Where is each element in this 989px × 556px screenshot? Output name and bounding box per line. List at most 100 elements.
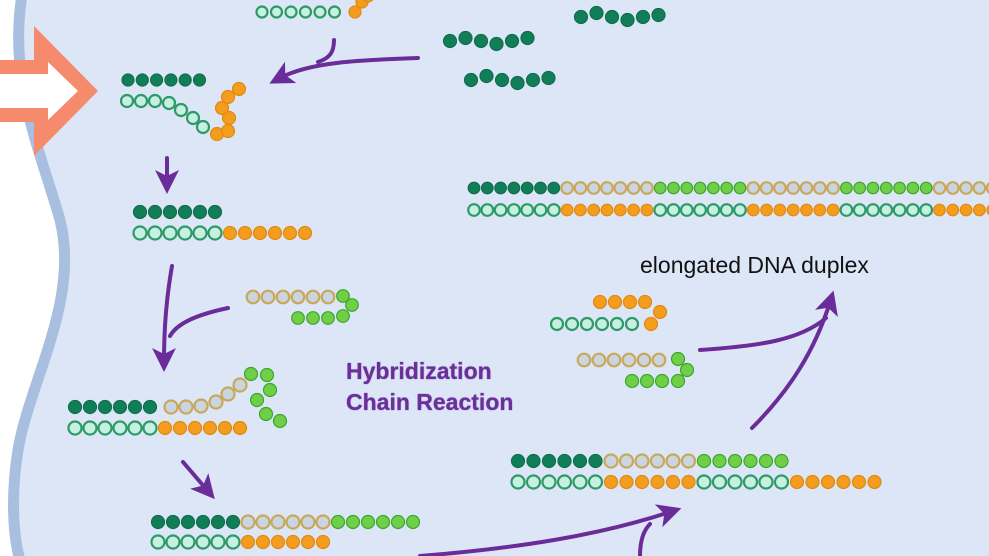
bead-i [162,204,178,220]
bead-b [362,0,374,3]
bead-b [560,203,574,217]
bead-g [259,367,275,383]
bead-a [649,453,666,469]
bead-o [507,203,521,217]
bead-o [269,5,284,19]
bead-a [786,181,801,195]
bead-i [210,514,226,530]
bead-b [800,203,813,217]
bead-o [195,534,211,550]
bead-i [112,399,128,415]
bead-o [255,5,269,19]
bead-i [489,36,504,52]
bead-i [195,514,211,530]
bead-b [786,203,800,217]
bead-a [285,514,301,530]
bead-b [285,534,301,550]
bead-o [313,5,327,19]
bead-a [759,181,774,195]
bead-o [67,420,83,436]
bead-o [653,203,668,217]
bead-b [652,304,668,320]
bead-g [758,453,774,469]
bead-o [919,203,934,217]
arrow-h1-binding [269,56,420,84]
bead-b [220,89,236,105]
bead-b [650,474,665,490]
bead-i [458,30,473,46]
bead-b [252,225,268,241]
bead-i [534,181,547,195]
bead-b [300,534,316,550]
bead-i [510,75,525,91]
bead-g [667,181,680,195]
bead-a [773,181,787,195]
bead-g [375,514,391,530]
bead-b [805,474,820,490]
bead-a [260,289,276,305]
bead-a [985,182,989,194]
bead-g [321,311,335,325]
bead-o [624,316,640,332]
bead-o [541,474,557,490]
bead-o [467,203,481,217]
bead-i [177,204,193,220]
bead-g [330,514,346,530]
bead-a [606,352,622,368]
bead-b [220,123,236,139]
bead-i [150,514,166,530]
bead-o [587,474,604,490]
bead-o [564,316,580,332]
bead-b [297,225,313,241]
bead-b [619,474,634,490]
free-initiator-strand [463,68,556,91]
bead-b [202,420,218,436]
bead-o [525,474,542,490]
bead-o [177,225,193,241]
bead-i [526,453,541,469]
bead-a [972,181,987,195]
bead-a [746,181,761,195]
bead-i [572,453,588,469]
bead-g [345,298,359,312]
bead-o [711,474,728,490]
free-initiator-strand [442,30,535,52]
bead-i [164,73,178,87]
bead-o [185,110,201,126]
bead-g [727,453,743,469]
bead-a [826,181,840,195]
bead-o [493,203,508,217]
bead-a [634,453,650,469]
bead-a [603,453,619,469]
bead-i [541,453,557,469]
bead-o [706,203,721,217]
hairpin-h2-right [576,351,695,389]
bead-o [147,225,163,241]
bead-g [272,413,288,429]
bead-g [258,406,274,422]
bead-i [557,453,572,469]
bead-i [192,204,208,220]
bead-g [405,514,421,530]
bead-i [635,9,651,25]
bead-g [743,453,758,469]
bead-i [127,399,143,415]
bead-i [541,70,556,86]
hcr-title: Hybridization Chain Reaction [346,356,513,418]
bead-i [192,73,207,87]
bead-o [549,316,565,332]
bead-o [773,474,790,490]
bead-i [150,73,164,87]
bead-g [639,373,655,389]
bead-g [679,362,695,378]
bead-b [867,474,882,490]
bead-i [504,33,520,49]
arrow-hairpins-merge [698,316,828,352]
entry-arrow-inner [0,62,78,120]
bead-o [579,316,595,332]
initiator-h1-duplex [132,204,313,241]
bead-b [946,203,960,217]
bead-o [852,203,867,217]
bead-o [127,420,143,436]
